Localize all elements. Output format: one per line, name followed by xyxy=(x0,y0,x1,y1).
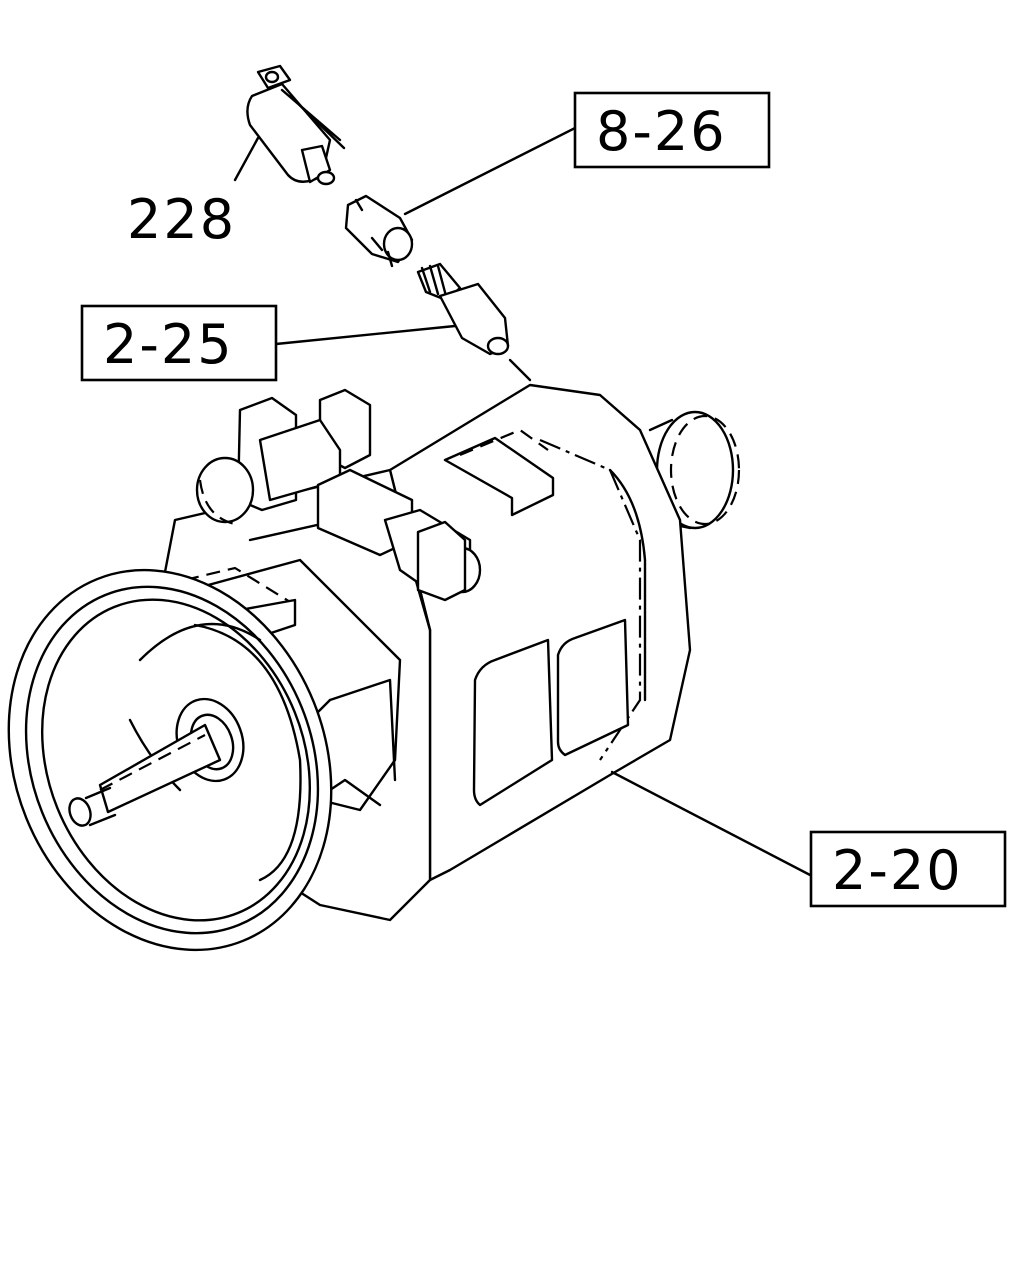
callout-2-20: 2-20 xyxy=(832,839,963,902)
driven-gear-2-25 xyxy=(416,262,510,356)
callout-box-2-20 xyxy=(809,830,1007,908)
transmission-housing xyxy=(7,358,741,952)
callout-228: 228 xyxy=(127,188,236,251)
callout-box-8-26 xyxy=(573,91,771,169)
top-pad xyxy=(443,436,555,517)
leader-2-20 xyxy=(610,770,814,878)
leader-8-26 xyxy=(403,126,577,216)
speedometer-sensor-228 xyxy=(246,64,346,186)
callout-box-2-25 xyxy=(80,304,278,382)
leader-2-25 xyxy=(274,324,457,346)
callout-8-26: 8-26 xyxy=(596,100,727,163)
callout-2-25: 2-25 xyxy=(103,313,234,376)
shift-tower xyxy=(195,388,482,602)
sensor-connector-8-26 xyxy=(344,194,414,268)
side-panel-right xyxy=(556,618,630,757)
leader-228 xyxy=(233,136,260,182)
side-panel-left xyxy=(472,638,554,807)
input-shaft xyxy=(68,697,245,827)
